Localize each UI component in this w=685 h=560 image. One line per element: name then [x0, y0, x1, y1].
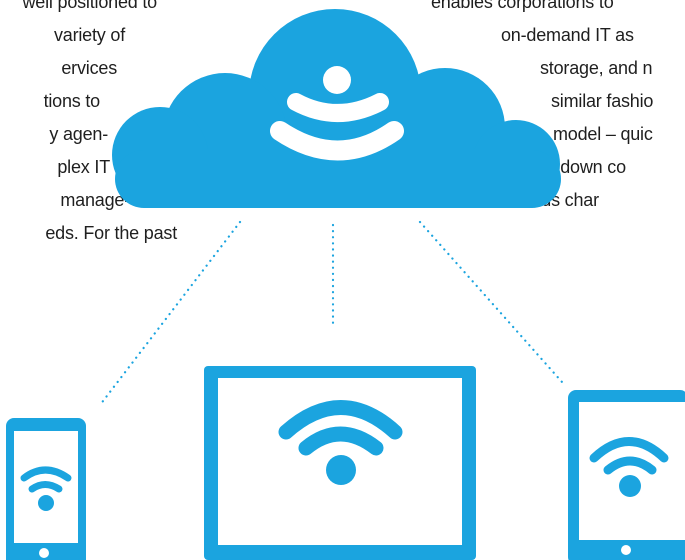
- connector-left: [98, 220, 242, 407]
- dotted-connectors: [98, 220, 564, 407]
- left-text-line-6: plex IT: [57, 157, 110, 177]
- tablet-wifi-icon: [589, 437, 669, 497]
- left-text-line-3: ervices: [61, 58, 117, 78]
- cloud-wifi-icon: [112, 9, 561, 208]
- left-text-line-5: y agen-: [49, 124, 108, 144]
- left-text-line-1: well positioned to: [22, 0, 158, 12]
- left-text-line-2: variety of: [53, 25, 125, 45]
- right-text-line-4: similar fashio: [551, 91, 654, 111]
- right-text-line-1: enables corporations to: [431, 0, 614, 12]
- smartphone-icon: [6, 418, 86, 560]
- right-text-line-2: on-demand IT as: [501, 25, 634, 45]
- connector-right: [418, 220, 564, 384]
- right-text-line-5: model – quic: [553, 124, 653, 144]
- phone-wifi-icon: [20, 466, 72, 511]
- left-text-line-4: tions to: [43, 91, 101, 111]
- left-text-line-7: manage-: [60, 190, 130, 210]
- left-text-line-8: eds. For the past: [45, 223, 177, 243]
- right-text-line-3: storage, and n: [540, 58, 653, 78]
- desktop-monitor-icon: [204, 366, 476, 560]
- monitor-wifi-icon: [278, 400, 403, 485]
- tablet-icon: [568, 390, 685, 560]
